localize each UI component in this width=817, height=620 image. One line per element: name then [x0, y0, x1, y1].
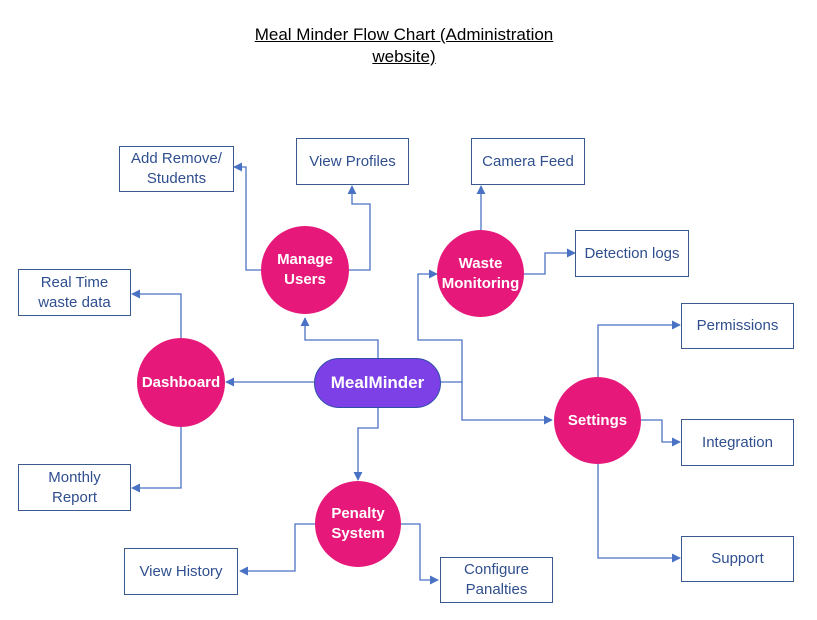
- node-view-profiles: View Profiles: [296, 138, 409, 185]
- page-title: Meal Minder Flow Chart (Administration w…: [254, 25, 554, 66]
- node-label: View Profiles: [309, 152, 396, 170]
- node-label: Dashboard: [141, 373, 221, 391]
- node-label: Detection logs: [584, 244, 680, 262]
- connector-center-manage-users: [300, 317, 379, 358]
- connector-settings-permissions: [597, 320, 681, 377]
- node-permissions: Permissions: [681, 303, 794, 349]
- node-manage-users: Manage Users: [261, 226, 349, 314]
- node-real-time-waste: Real Time waste data: [18, 269, 131, 316]
- node-label: Configure Panalties: [463, 561, 530, 598]
- connector-center-waste: [417, 269, 463, 383]
- node-dashboard: Dashboard: [137, 338, 225, 427]
- node-label: Integration: [702, 433, 773, 451]
- node-mealminder: MealMinder: [314, 358, 441, 408]
- node-penalty-system: Penalty System: [315, 481, 401, 567]
- node-label: Add Remove/ Students: [131, 150, 222, 187]
- connector-penalty-configure: [400, 523, 439, 585]
- connector-settings-support: [597, 463, 681, 563]
- connector-settings-integration: [641, 419, 681, 447]
- connector-penalty-history: [239, 523, 316, 576]
- node-label: Manage Users: [277, 251, 333, 288]
- node-label: Real Time waste data: [38, 273, 111, 311]
- node-view-history: View History: [124, 548, 238, 595]
- node-label: Monthly Report: [48, 468, 101, 506]
- connector-waste-logs: [524, 248, 576, 275]
- node-label: Permissions: [696, 317, 779, 334]
- node-support: Support: [681, 536, 794, 582]
- connector-dashboard-realtime: [131, 289, 182, 338]
- node-monthly-report: Monthly Report: [18, 464, 131, 511]
- node-camera-feed: Camera Feed: [471, 138, 585, 185]
- node-configure-penalties: Configure Panalties: [440, 557, 553, 603]
- connector-users-profiles: [347, 185, 371, 271]
- node-detection-logs: Detection logs: [575, 230, 689, 277]
- node-label: Support: [711, 550, 764, 567]
- node-label: Camera Feed: [482, 152, 574, 170]
- connector-users-add: [233, 162, 261, 271]
- node-settings: Settings: [554, 377, 641, 464]
- node-label: MealMinder: [330, 373, 425, 392]
- node-label: Penalty System: [331, 505, 385, 542]
- connector-dashboard-monthly: [131, 427, 182, 493]
- node-label: View History: [139, 562, 223, 580]
- node-waste-monitoring: Waste Monitoring: [437, 230, 524, 317]
- node-label: Settings: [567, 411, 628, 429]
- node-integration: Integration: [681, 419, 794, 466]
- node-label: Waste Monitoring: [441, 254, 520, 292]
- connector-center-settings: [461, 382, 553, 425]
- connector-center-penalty: [353, 408, 379, 481]
- node-add-remove-students: Add Remove/ Students: [119, 146, 234, 192]
